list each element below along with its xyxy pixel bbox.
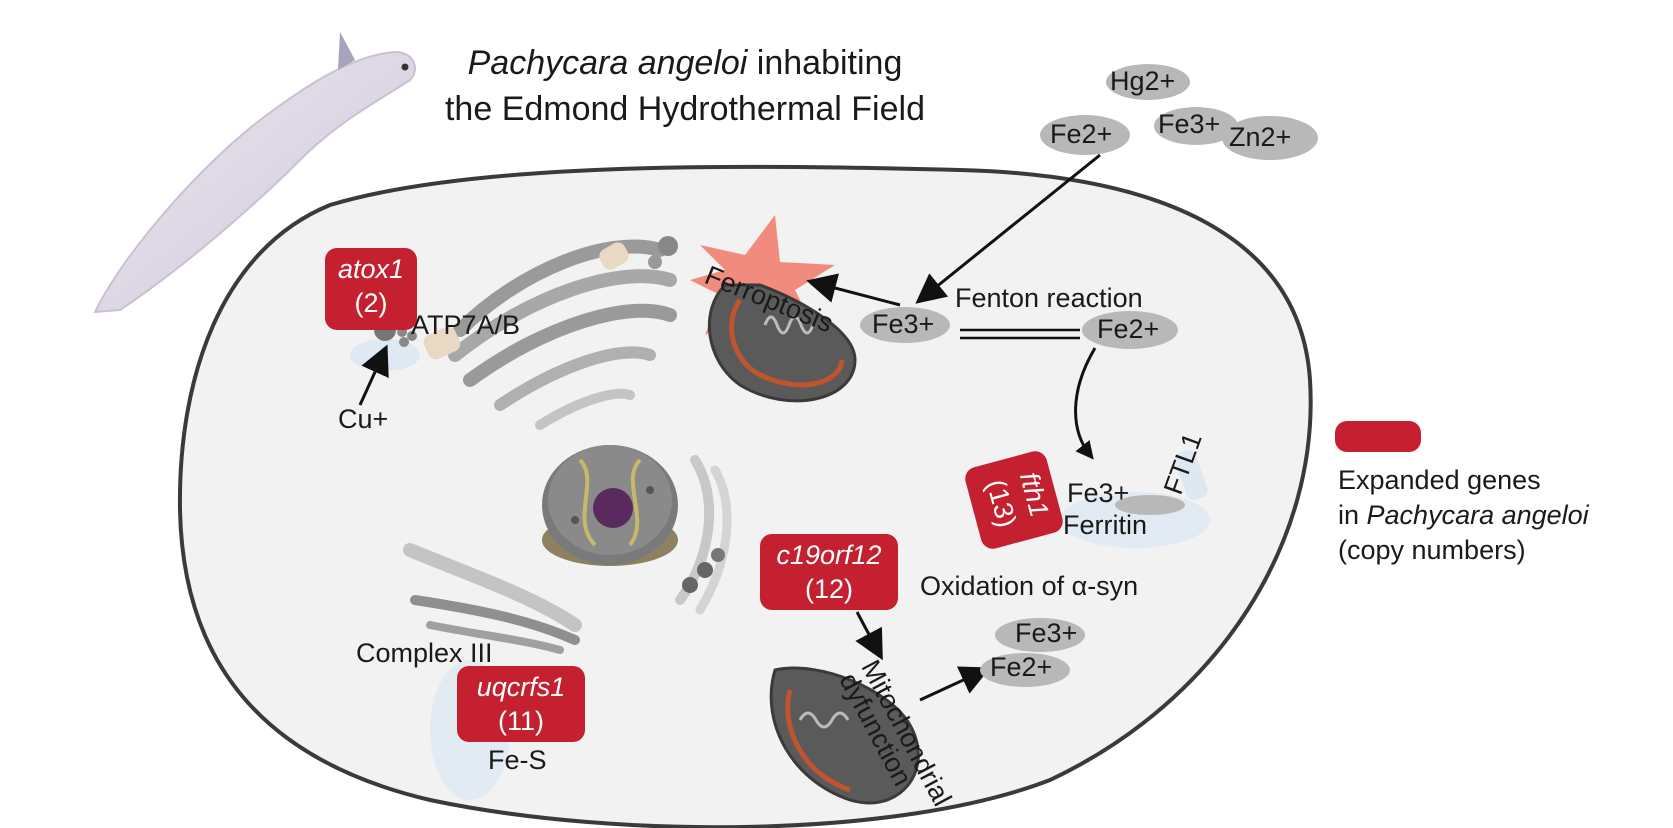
golgi-apparatus	[448, 236, 678, 430]
ferritin-label: Ferritin	[1063, 510, 1148, 540]
gene-name-c19orf12: c19orf12	[776, 540, 882, 570]
gene-copies-uqcrfs1: (11)	[497, 706, 544, 736]
ion-fe3-outside: Fe3+	[1158, 109, 1221, 139]
gene-name-atox1: atox1	[337, 254, 405, 284]
ion-hg2: Hg2+	[1110, 66, 1176, 96]
arrow-to-fe-bottom	[919, 666, 991, 702]
ferritin-complex	[1060, 449, 1210, 548]
outside-ions	[1040, 64, 1318, 160]
arrow-cu-in	[358, 344, 389, 406]
gene-copies-atox1: (2)	[354, 288, 388, 318]
cu-label: Cu+	[338, 404, 389, 434]
complex-iii-label: Complex III	[356, 638, 493, 668]
arrow-to-mito-dysfunction	[855, 611, 883, 661]
arrow-to-ferritin	[1074, 347, 1097, 460]
gene-name-uqcrfs1: uqcrfs1	[476, 672, 566, 702]
title-species: Pachycara angeloi	[467, 44, 748, 82]
legend-species: Pachycara angeloi	[1366, 500, 1589, 530]
ion-fe2-outside: Fe2+	[1050, 119, 1113, 149]
mitochondrion-bottom	[769, 666, 920, 805]
endoplasmic-reticulum	[675, 455, 732, 615]
gene-copies-c19orf12: (12)	[804, 574, 853, 604]
gene-box-uqcrfs1: uqcrfs1 (11)	[457, 666, 585, 742]
fish-illustration	[93, 32, 416, 314]
mitochondrion-top	[707, 283, 857, 403]
figure-title: Pachycara angeloi inhabiting the Edmond …	[405, 40, 965, 132]
gene-box-atox1: atox1 (2)	[325, 248, 417, 330]
fe-s-label: Fe-S	[488, 745, 547, 775]
fe2-bottom-label: Fe2+	[990, 652, 1053, 682]
arrow-to-ferroptosis	[806, 273, 901, 307]
atp7ab-label: ATP7A/B	[411, 310, 521, 340]
fe3-ferritin-label: Fe3+	[1067, 478, 1130, 508]
oxidation-label: Oxidation of α-syn	[920, 571, 1139, 601]
legend-swatch	[1335, 421, 1421, 452]
legend-line1: Expanded genes	[1338, 465, 1541, 495]
fe3-bottom-label: Fe3+	[1015, 618, 1078, 648]
gene-box-c19orf12: c19orf12 (12)	[760, 534, 898, 610]
legend-text: Expanded genes in Pachycara angeloi (cop…	[1338, 463, 1589, 568]
title-line2: the Edmond Hydrothermal Field	[444, 90, 925, 128]
fenton-reaction-label: Fenton reaction	[955, 283, 1143, 313]
fe3-center-label: Fe3+	[872, 309, 935, 339]
arrow-fe2-in	[915, 153, 1101, 304]
nucleus	[542, 445, 678, 566]
fe2-center-label: Fe2+	[1097, 314, 1160, 344]
legend-line2-prefix: in	[1338, 500, 1367, 530]
legend-line3: (copy numbers)	[1338, 535, 1526, 565]
ion-zn2: Zn2+	[1229, 122, 1292, 152]
title-line1-rest: inhabiting	[747, 44, 903, 82]
